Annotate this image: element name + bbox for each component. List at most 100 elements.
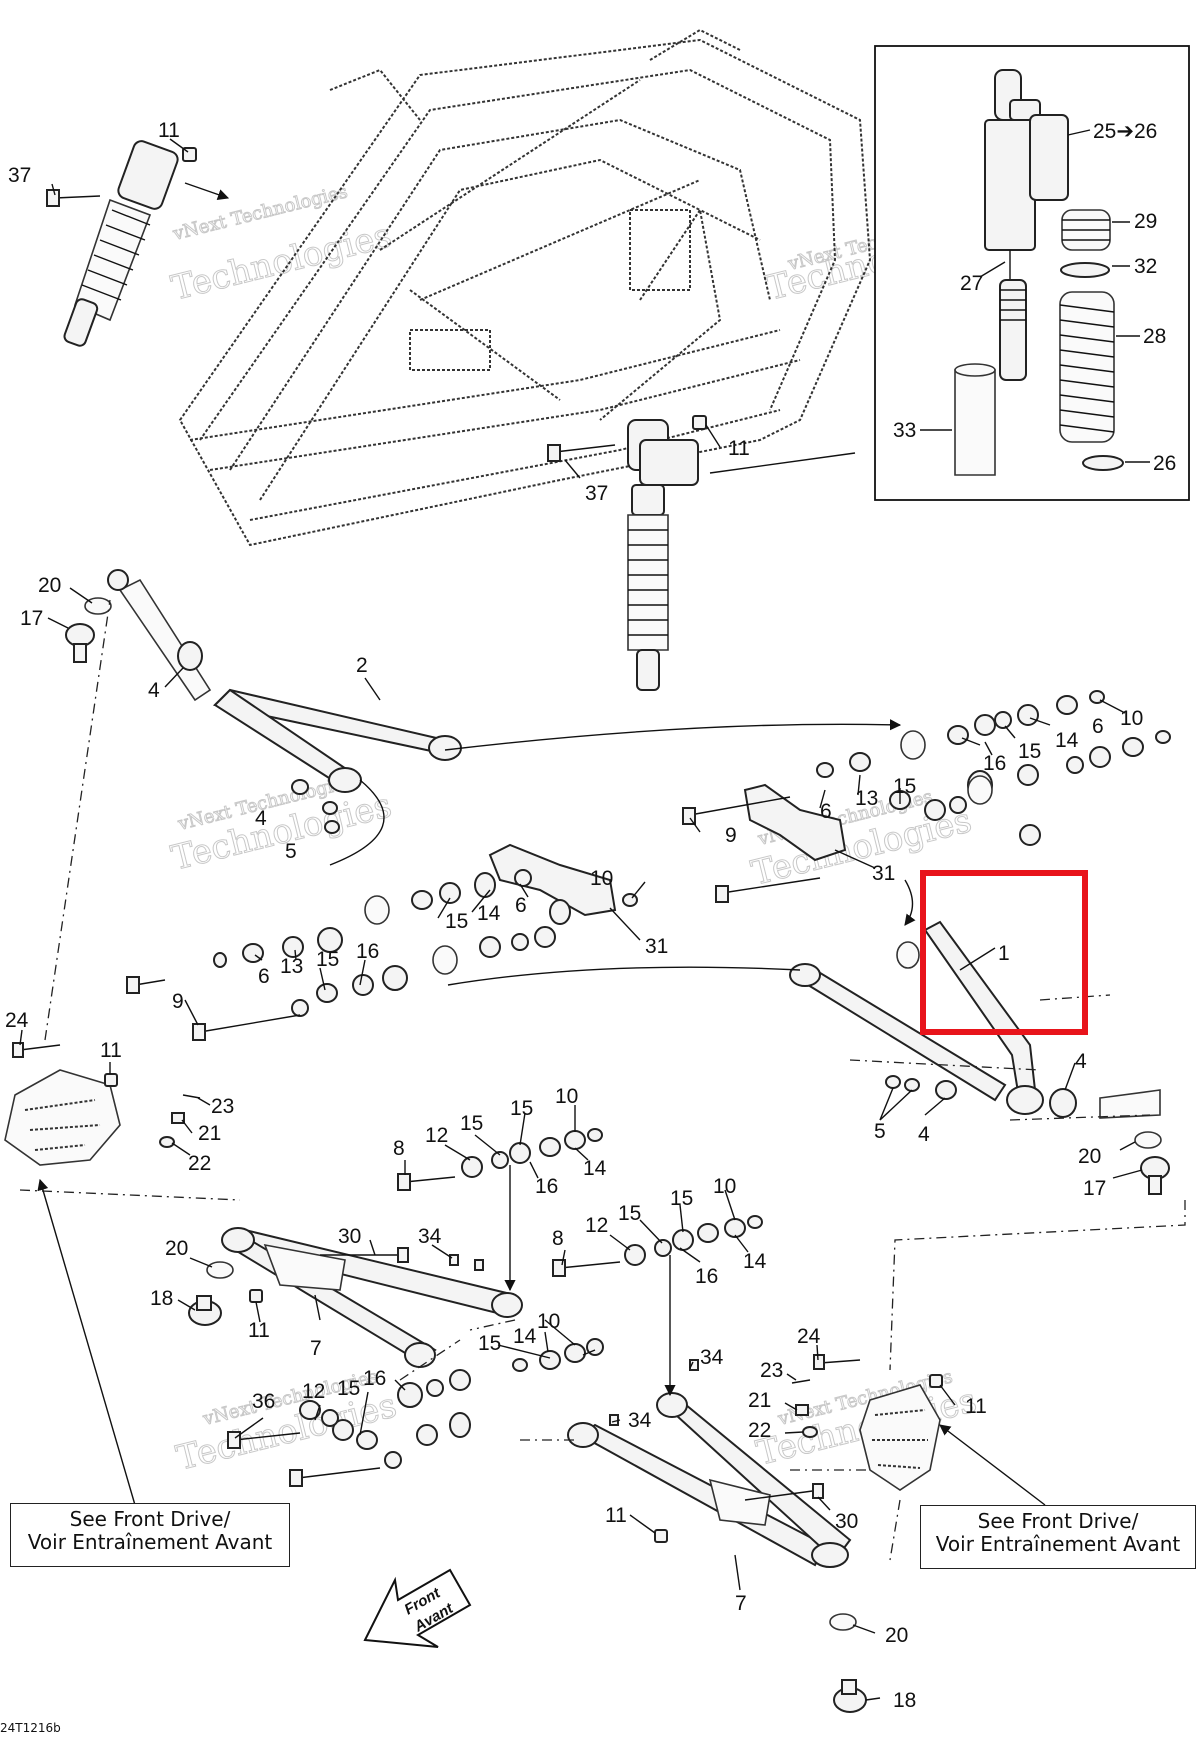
bushing-row-upper-right [900, 690, 1171, 800]
callout-label: 9 [172, 990, 184, 1013]
callout-label: 16 [983, 752, 1006, 775]
callout-label: 17 [1083, 1177, 1106, 1200]
nut-11-front [692, 415, 707, 430]
callout-label: 25➔26 [1093, 120, 1157, 143]
callout-label: 5 [285, 840, 297, 863]
bolt-9-right [682, 796, 821, 903]
callout-label: 27 [960, 272, 983, 295]
callout-label: 15 [337, 1377, 360, 1400]
callout-label: 23 [760, 1359, 783, 1382]
callout-label: 26 [1153, 452, 1176, 475]
callout-label: 11 [965, 1395, 987, 1418]
hardware-4-5-right [885, 1075, 957, 1100]
callout-label: 28 [1143, 325, 1166, 348]
bolt-9-left [126, 976, 301, 1041]
callout-label: 15 [1018, 740, 1041, 763]
callout-label: 13 [855, 787, 878, 810]
part-1-highlight [920, 870, 1088, 1035]
callout-label: 11 [158, 119, 180, 142]
callout-label: 7 [310, 1337, 322, 1360]
bolt-24-right [813, 1354, 861, 1370]
shock-detail-box [874, 45, 1190, 501]
callout-label: 4 [918, 1123, 930, 1146]
callout-label: 15 [893, 775, 916, 798]
callout-label: 12 [302, 1380, 325, 1403]
bolt-37-front [547, 444, 616, 462]
upper-a-arm-right[interactable] [789, 920, 1161, 1119]
callout-label: 8 [552, 1227, 564, 1250]
callout-label: 14 [583, 1157, 607, 1180]
reference-text-en: See Front Drive/ [69, 1507, 231, 1531]
bracket-31-left [488, 843, 617, 917]
callout-label: 13 [280, 955, 303, 978]
relation-lines [19, 599, 1186, 1561]
callout-label: 20 [38, 574, 61, 597]
ball-joint-17-left [65, 623, 95, 663]
nut-11-lower-left [249, 1289, 263, 1303]
callout-label: 15 [618, 1202, 641, 1225]
callout-label: 10 [1120, 707, 1143, 730]
bushing-row-middle-left [213, 869, 638, 1017]
callout-label: 30 [835, 1510, 858, 1533]
nut-11-lower-right [654, 1529, 668, 1543]
callout-label: 24 [5, 1009, 29, 1032]
knuckle-right [859, 1384, 941, 1491]
callout-label: 15 [316, 948, 339, 971]
callout-label: 18 [150, 1287, 173, 1310]
callout-label: 14 [513, 1325, 537, 1348]
callout-label: 33 [893, 419, 916, 442]
callout-label: 31 [645, 935, 668, 958]
callout-numbers: 11 37 11 37 25➔26 29 27 32 28 33 26 20 1… [5, 119, 1176, 1712]
bolt-24-left [12, 1042, 61, 1058]
reference-text-en: See Front Drive/ [977, 1509, 1139, 1533]
callout-label: 10 [590, 867, 613, 890]
callout-label: 20 [165, 1237, 188, 1260]
callout-label: 22 [188, 1152, 211, 1175]
vehicle-frame [178, 28, 872, 547]
grease-fitting-34-left [449, 1254, 484, 1271]
front-direction-arrow: Front Avant [363, 1568, 472, 1648]
reference-text-fr: Voir Entraînement Avant [935, 1532, 1181, 1556]
callout-label: 16 [356, 940, 379, 963]
bracket-31-right [743, 783, 847, 862]
upper-a-arm-left [107, 569, 462, 793]
callout-label: 6 [258, 965, 270, 988]
callout-label: 22 [748, 1419, 771, 1442]
callout-label: 12 [585, 1214, 608, 1237]
reference-text-fr: Voir Entraînement Avant [27, 1530, 273, 1554]
knuckle-left [4, 1069, 121, 1166]
shock-absorber-front [627, 419, 699, 691]
bolt-30-left [320, 1247, 409, 1263]
callout-label: 20 [885, 1624, 908, 1647]
callout-label: 15 [460, 1112, 483, 1135]
ball-joint-18-right [833, 1679, 867, 1713]
callout-label: 15 [510, 1097, 533, 1120]
callout-label: 15 [478, 1332, 501, 1355]
lower-a-arm-left [221, 1227, 523, 1368]
callout-label: 34 [418, 1225, 442, 1248]
see-front-drive-reference-right[interactable]: See Front Drive/ Voir Entraînement Avant [920, 1505, 1196, 1569]
callout-label: 11 [605, 1504, 627, 1527]
hardware-4-5-left [291, 779, 340, 834]
pivot-set-upper-left [397, 1128, 603, 1191]
callout-label: 4 [148, 679, 160, 702]
callout-label: 16 [363, 1367, 386, 1390]
shock-absorber-left [63, 140, 179, 347]
clip-20-left-lower [206, 1261, 234, 1279]
bushing-4-left [177, 641, 203, 671]
callout-label: 6 [820, 800, 832, 823]
callout-label: 11 [248, 1319, 270, 1342]
callout-label: 29 [1134, 210, 1157, 233]
bushing-row-lower-right [816, 752, 1041, 846]
see-front-drive-reference-left[interactable]: See Front Drive/ Voir Entraînement Avant [10, 1503, 290, 1567]
clip-20-right [1134, 1131, 1162, 1149]
cotter-23-21-22-left [159, 1094, 201, 1148]
callout-label: 12 [425, 1124, 448, 1147]
callout-label: 14 [1055, 729, 1079, 752]
callout-label: 2 [356, 654, 368, 677]
callout-label: 16 [695, 1265, 718, 1288]
callout-label: 14 [743, 1250, 767, 1273]
callout-label: 10 [537, 1310, 560, 1333]
callout-label: 20 [1078, 1145, 1101, 1168]
